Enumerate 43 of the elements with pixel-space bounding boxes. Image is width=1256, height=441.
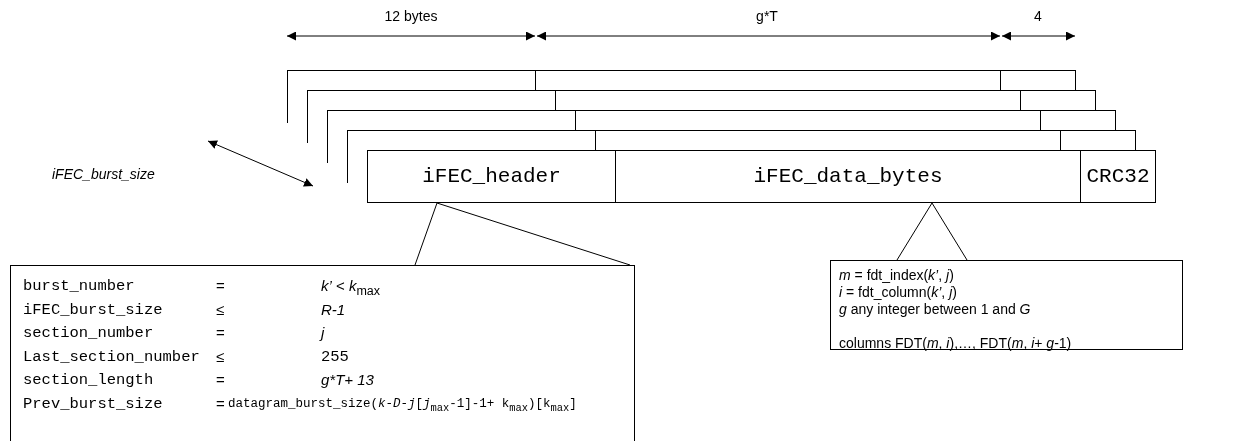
field-value: k’ < k$_{max}$ [321,276,381,300]
dimension-label: g*T [756,8,778,24]
burst-field-box [615,150,1081,203]
dimension-label: 12 bytes [384,8,438,24]
field-name: iFEC_data_bytes [753,165,943,188]
formula-text: m = fdt_index(k’, j) [839,267,954,284]
dimension-label: iFEC_burst_size [52,166,155,182]
operator: = [216,370,225,390]
field-value: 255 [321,346,349,367]
callout-pointer [414,202,631,266]
field-name: section_length [23,370,154,390]
burst-field-box [1080,150,1156,203]
burst-field-box [1060,130,1136,150]
field-value: j [321,323,325,343]
field-name: burst_number [23,276,135,296]
field-value: R-1 [321,299,346,320]
burst-field-box [1000,70,1076,90]
operator: = [216,276,225,296]
formula-text: i = fdt_column(k’, j) [839,284,957,301]
dimension-label: 4 [1034,8,1042,24]
field-name: CRC32 [1086,165,1150,188]
burst-field-box [307,90,556,110]
burst-field-box [347,130,596,150]
field-name: iFEC_header [422,165,561,188]
field-value: g*T+ 13 [321,370,374,390]
field-name: Last_section_number [23,346,200,367]
operator: ≤ [216,299,225,320]
burst-field-box [1040,110,1116,130]
callout-box [10,265,635,441]
burst-field-box [367,150,616,203]
field-value: datagram_burst_size(k-D-j[j$_{max}$-1]-1+ k$_{max}$)[k$_{max}$] [228,395,577,415]
burst-field-box [1020,90,1096,110]
burst-field-box [327,110,576,130]
field-name: iFEC_burst_size [23,299,163,320]
formula-text: g any integer between 1 and G [839,301,1031,318]
operator: ≤ [216,346,225,367]
operator: = [216,393,225,414]
callout-box [830,260,1183,350]
burst-field-box [287,70,536,90]
field-name: section_number [23,323,154,343]
callout-pointer [896,202,968,261]
operator: = [216,323,225,343]
field-name: Prev_burst_size [23,393,163,414]
